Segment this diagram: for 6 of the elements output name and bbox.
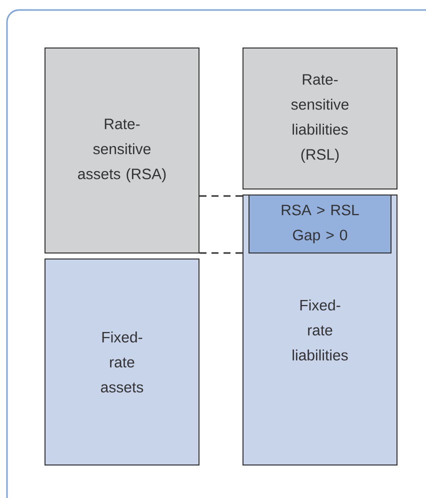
guide-line xyxy=(200,252,242,254)
guide-line xyxy=(200,195,242,197)
rate-sensitive-block: Rate-sensitive assets (RSA) xyxy=(44,48,200,254)
gap-box: RSA > RSL Gap > 0 xyxy=(248,194,392,254)
rate-sensitive-block: Rate-sensitive liabilities (RSL) xyxy=(242,48,398,190)
fixed-rate-block: Fixed-rate assets xyxy=(44,258,200,466)
